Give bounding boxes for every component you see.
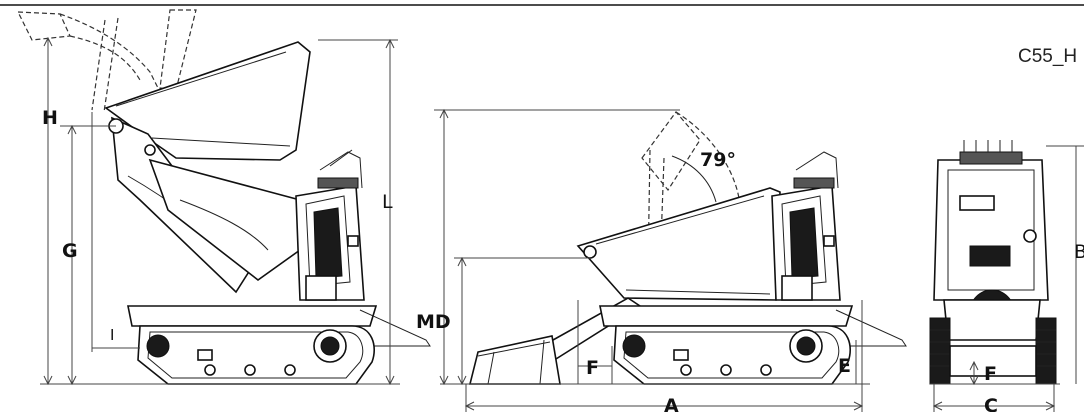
- label-F-side: F: [586, 357, 599, 379]
- label-F-rear: F: [984, 363, 997, 385]
- view-front-tip: 79° MD F E A: [416, 108, 907, 412]
- label-B: B: [1074, 241, 1084, 263]
- view-rear: F C B: [929, 140, 1084, 412]
- label-H: H: [42, 107, 58, 129]
- label-E: E: [838, 355, 851, 377]
- label-I: I: [110, 326, 114, 344]
- label-G: G: [62, 240, 78, 262]
- model-code: C55_H: [1018, 46, 1077, 67]
- label-L: L: [382, 191, 393, 213]
- label-C: C: [984, 395, 998, 412]
- label-angle: 79°: [700, 149, 736, 171]
- view-high-tip: H G L I: [17, 9, 431, 386]
- label-MD: MD: [416, 311, 451, 333]
- label-A: A: [664, 395, 679, 412]
